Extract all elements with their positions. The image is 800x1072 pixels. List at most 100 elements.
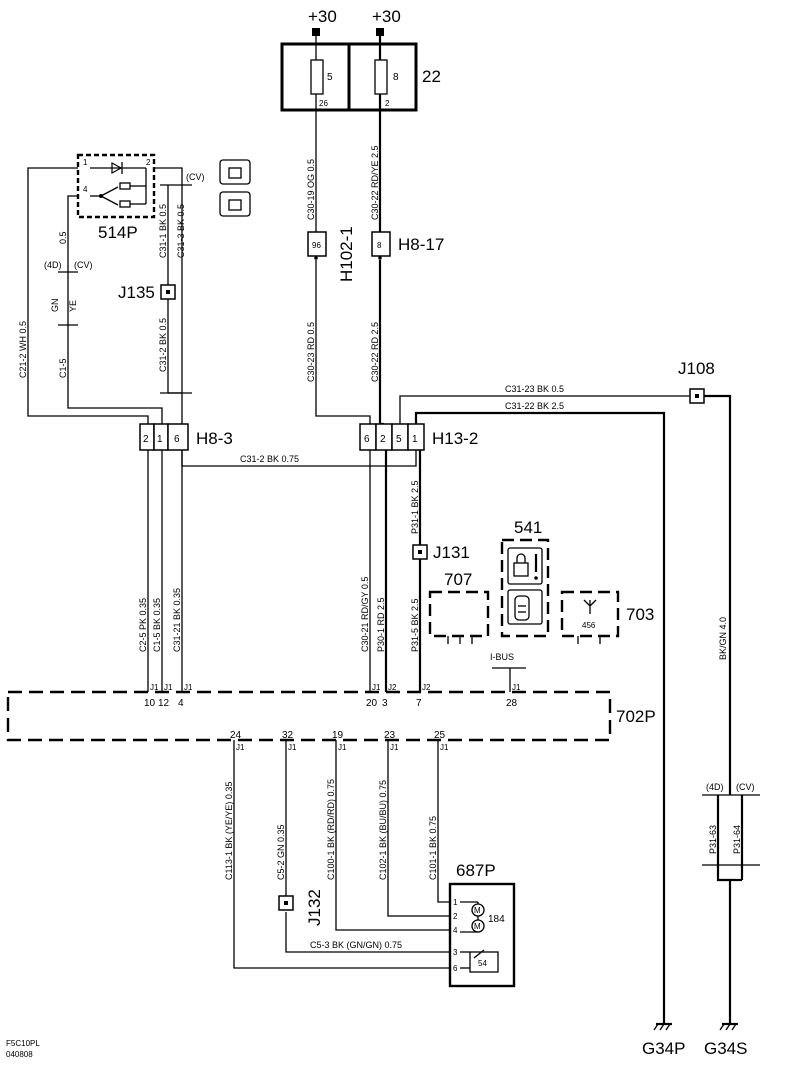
wire-c5-3-label: C5-3 BK (GN/GN) 0.75 [310, 940, 402, 950]
module-707-label: 707 [444, 570, 472, 589]
ground-g34p: G34P [642, 1022, 685, 1058]
car-sensor-icon [507, 589, 543, 625]
centre-wires: 96 8 H8-17 H102-1 C30-19 OG 0.5 C30-22 R… [306, 110, 444, 426]
687p-motor-label: 184 [488, 914, 505, 925]
fuse-right-number: 8 [393, 72, 399, 83]
ecu-702p: 702P [6, 690, 656, 742]
label-cv-left: (CV) [74, 260, 93, 270]
ecu-pin-number: 7 [416, 698, 422, 709]
514p-cv-label: (CV) [186, 172, 205, 182]
footer-code-2: 040808 [6, 1050, 33, 1059]
wire-c31-2b-label: C31-2 BK 0.75 [240, 454, 299, 464]
splice-h102-1 [307, 231, 327, 257]
wire-c31-21-label: C31-21 BK 0.35 [172, 588, 182, 652]
label-cv-right: (CV) [736, 782, 755, 792]
ecu-pin-number: 10 [144, 698, 156, 709]
ecu-pin-number: 12 [158, 698, 170, 709]
supply-label-left: +30 [308, 7, 337, 26]
h8-3-pin-c: 6 [174, 434, 180, 445]
wire-c31-1-label: C31-1 BK 0.5 [158, 204, 168, 258]
ecu-pin-number: 19 [332, 730, 344, 741]
ecu-pin-connector: J1 [390, 743, 399, 752]
junction-j108-label: J108 [678, 359, 715, 378]
ecu-pin-connector: J1 [236, 743, 245, 752]
wire-c31-3-label: C31-3 BK 0.5 [176, 204, 186, 258]
wire-bkgn-label: BK/GN 4.0 [718, 617, 728, 660]
ecu-702p-label: 702P [616, 707, 656, 726]
lock-alarm-icon [507, 547, 543, 585]
ecu-pin-connector: J2 [388, 683, 397, 692]
ecu-pin-number: 32 [282, 730, 294, 741]
wire-gn-label: GN [50, 299, 60, 313]
wire-c1-5-label: C1-5 [58, 358, 68, 378]
687p-pin-4: 4 [453, 926, 458, 935]
wire-c100-1-label: C100-1 BK (RD/RD) 0.75 [326, 779, 336, 880]
514p-label: 514P [98, 223, 138, 242]
motor-2-symbol: M [474, 922, 481, 931]
wire-c2-5-label: C2-5 PK 0.35 [138, 598, 148, 652]
wire-p31-63-label: P31-63 [708, 825, 718, 854]
wire-c30-21-label: C30-21 RD/GY 0.5 [360, 577, 370, 652]
footer-code-1: F5C10PL [6, 1039, 40, 1048]
687p-pin-2: 2 [453, 912, 458, 921]
connector-h8-3: 2 1 6 H8-3 [139, 423, 233, 451]
unlock-button-icon [219, 191, 251, 217]
terminal-right [376, 28, 384, 36]
ecu-pin-connector: J1 [512, 683, 521, 692]
component-514p: 1 2 4 514P [76, 153, 251, 242]
687p-label: 687P [456, 861, 496, 880]
ecu-pin-connector: J2 [422, 683, 431, 692]
ecu-pin-connector: J1 [164, 683, 173, 692]
ibus-label: I-BUS [490, 652, 514, 662]
ecu-pin-connector: J1 [338, 743, 347, 752]
h8-3-pin-a: 2 [143, 434, 149, 445]
ground-g34p-label: G34P [642, 1039, 685, 1058]
fusebox-label: 22 [422, 67, 441, 86]
514p-pin2: 2 [146, 158, 151, 167]
wire-p30-1-label: P30-1 RD 2.5 [376, 597, 386, 652]
h13-2-pin-c: 5 [396, 434, 402, 445]
wire-c30-19-label: C30-19 OG 0.5 [306, 159, 316, 220]
fuse-box-22: 5 8 26 2 22 [280, 42, 441, 112]
fuse-right-pin: 2 [385, 99, 390, 108]
ibus: I-BUS [490, 652, 526, 692]
module-541-label: 541 [514, 518, 542, 537]
687p-pin-3: 3 [453, 948, 458, 957]
wire-c30-23-label: C30-23 RD 0.5 [306, 322, 316, 382]
ecu-pin-number: 23 [384, 730, 396, 741]
fuse-left-number: 5 [327, 72, 333, 83]
h8-3-pin-b: 1 [157, 434, 163, 445]
514p-pin4: 4 [83, 185, 88, 194]
motor-1-symbol: M [474, 906, 481, 915]
splice-h8-17 [371, 231, 391, 257]
module-541: 541 [500, 518, 550, 638]
wire-size-05: 0.5 [58, 231, 68, 244]
wire-c21-2-label: C21-2 WH 0.5 [18, 321, 28, 378]
ground-g34s: G34S [704, 1022, 747, 1058]
splice-h8-17-label: H8-17 [398, 235, 444, 254]
ecu-pin-connector: J1 [440, 743, 449, 752]
ecu-pin-connector: J1 [150, 683, 159, 692]
wire-c31-22-label: C31-22 BK 2.5 [505, 401, 564, 411]
ecu-pin-number: 4 [178, 698, 184, 709]
wire-ye-label: YE [68, 300, 78, 312]
wires-702p-to-687p: J132 C113-1 BK (YE/YE) 0.35 C5-2 GN 0.35… [224, 740, 452, 969]
lock-button-icon [219, 159, 251, 185]
wire-c113-1-label: C113-1 BK (YE/YE) 0.35 [224, 782, 234, 880]
687p-pin-6: 6 [453, 964, 458, 973]
component-687p: 687P 1 2 4 3 6 M M 184 54 [448, 861, 516, 988]
splice-h8-pin: 8 [377, 241, 382, 250]
687p-pin-1: 1 [453, 898, 458, 907]
label-4d-right: (4D) [706, 782, 724, 792]
junction-j131-label: J131 [433, 543, 470, 562]
wire-c31-2b: C31-2 BK 0.75 [181, 450, 417, 467]
ecu-pin-number: 25 [434, 730, 446, 741]
wire-c5-2-label: C5-2 GN 0.35 [276, 824, 286, 880]
module-703: 703 456 [560, 590, 654, 644]
switch-54-icon [469, 951, 499, 973]
wire-p31-5-label: P31-5 BK 2.5 [410, 598, 420, 652]
supply-label-right: +30 [372, 7, 401, 26]
module-703-sub: 456 [582, 621, 596, 630]
wire-p31-64-label: P31-64 [732, 825, 742, 854]
connector-h13-2: 6 2 5 1 H13-2 [359, 423, 478, 451]
